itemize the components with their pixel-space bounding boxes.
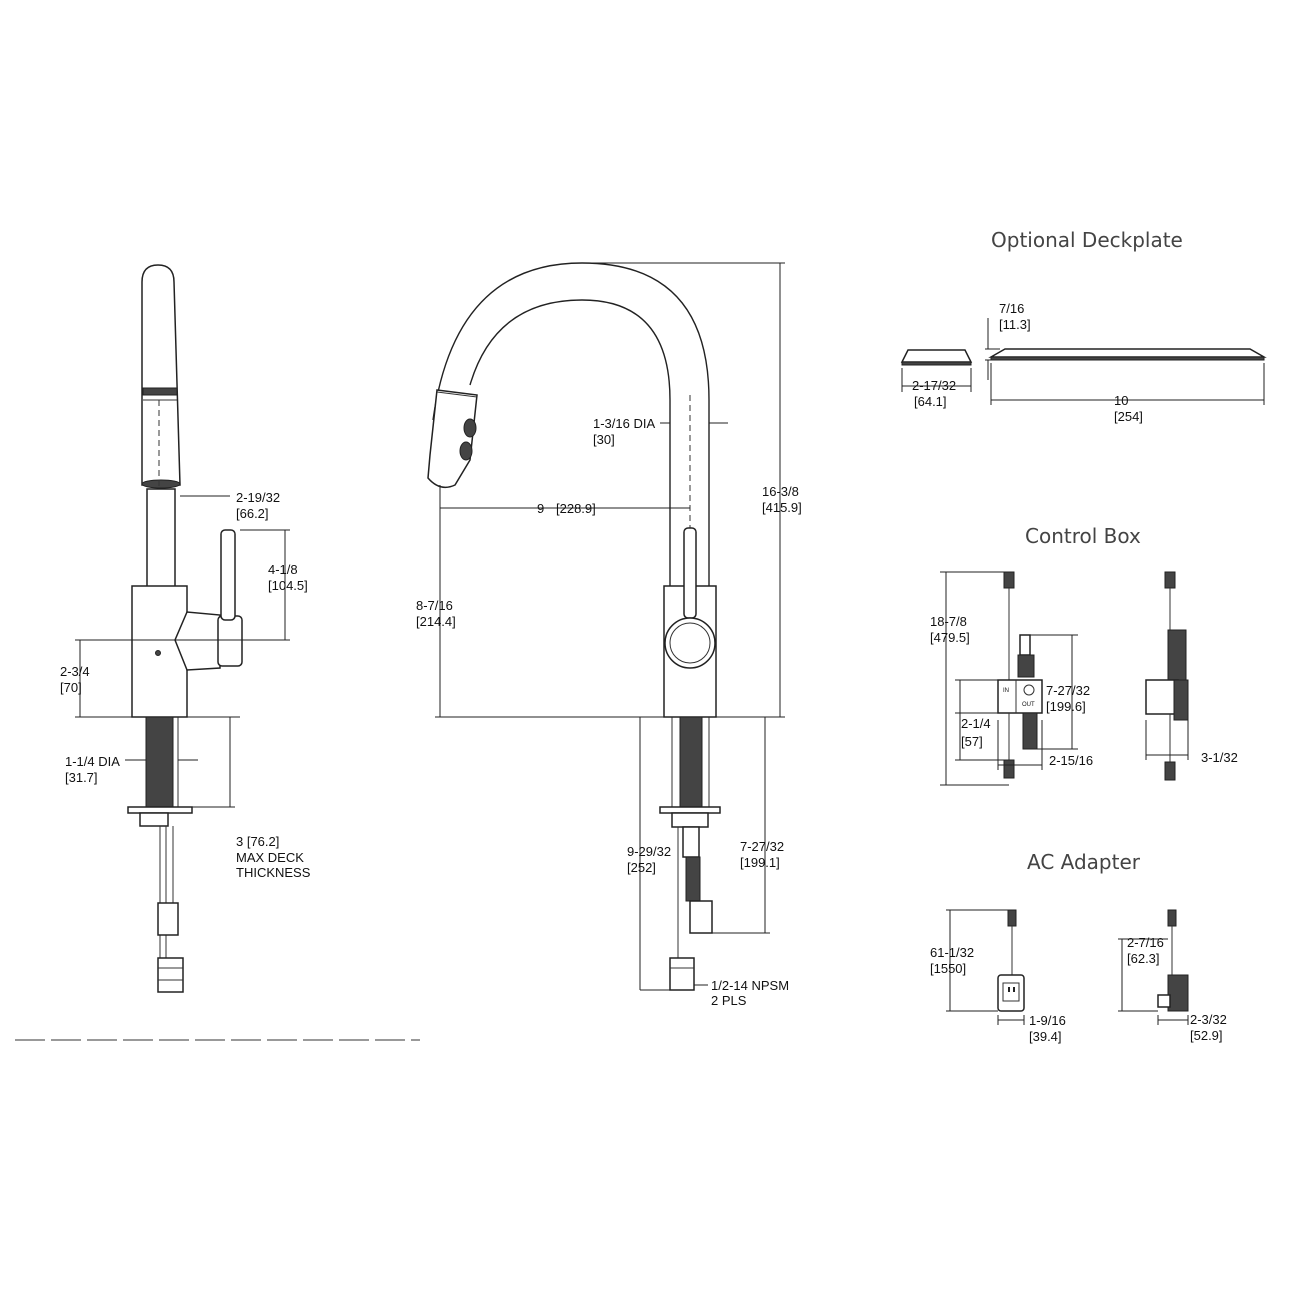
handle-height-label: 4-1/8	[268, 562, 298, 577]
body-height-mm: [70]	[60, 680, 82, 695]
connection-note: 2 PLS	[711, 993, 747, 1008]
box-out-label: OUT	[1022, 702, 1035, 708]
spray-dia-label: 1-3/16 DIA	[593, 416, 655, 431]
supply-length-label: 9-29/32	[627, 844, 671, 859]
deckplate-section: Optional Deckplate 7/16 [11.3] 2-17/32 […	[900, 228, 1267, 424]
control-body-height: 7-27/32	[1046, 683, 1090, 698]
adapter-cord-length-mm: [1550]	[930, 961, 966, 976]
deckplate-depth-mm: [64.1]	[914, 394, 947, 409]
clearance-mm: [214.4]	[416, 614, 456, 629]
shank-dia-mm: [31.7]	[65, 770, 98, 785]
control-body-height-mm: [199.6]	[1046, 699, 1086, 714]
adapter-height-mm: [62.3]	[1127, 951, 1160, 966]
deck-note-2: THICKNESS	[236, 865, 311, 880]
adapter-height: 2-7/16	[1127, 935, 1164, 950]
ac-adapter-section: AC Adapter 61-1/32 [1550] 1-9/16 [39.4] …	[930, 850, 1227, 1044]
adapter-depth-mm: [52.9]	[1190, 1028, 1223, 1043]
shank-dia-label: 1-1/4 DIA	[65, 754, 120, 769]
overall-height-mm: [415.9]	[762, 500, 802, 515]
control-box-title: Control Box	[1025, 524, 1141, 548]
deckplate-depth: 2-17/32	[912, 378, 956, 393]
adapter-width: 1-9/16	[1029, 1013, 1066, 1028]
body-height-label: 2-3/4	[60, 664, 90, 679]
adapter-cord-length: 61-1/32	[930, 945, 974, 960]
spray-dia-mm: [30]	[593, 432, 615, 447]
control-overall-mm: [479.5]	[930, 630, 970, 645]
deckplate-width: 10	[1114, 393, 1128, 408]
faucet-front-view: 1-3/16 DIA [30] 9 [228.9] 8-7/16 [214.4]…	[416, 262, 802, 1008]
hose-length-label: 7-27/32	[740, 839, 784, 854]
reach-label: 9	[537, 501, 544, 516]
deck-note-1: MAX DECK	[236, 850, 304, 865]
reach-mm: [228.9]	[556, 501, 596, 516]
box-in-label: IN	[1003, 688, 1009, 694]
handle-height-mm: [104.5]	[268, 578, 308, 593]
spout-offset-label: 2-19/32	[236, 490, 280, 505]
control-box-section: Control Box IN OUT	[930, 524, 1238, 786]
ac-adapter-title: AC Adapter	[1027, 850, 1141, 874]
deckplate-height: 7/16	[999, 301, 1024, 316]
clearance-label: 8-7/16	[416, 598, 453, 613]
hose-length-mm: [199.1]	[740, 855, 780, 870]
adapter-width-mm: [39.4]	[1029, 1029, 1062, 1044]
faucet-side-view: 2-19/32 [66.2] 4-1/8 [104.5] 2-3/4 [70] …	[15, 264, 420, 1041]
deckplate-title: Optional Deckplate	[991, 228, 1183, 252]
overall-height-label: 16-3/8	[762, 484, 799, 499]
supply-length-mm: [252]	[627, 860, 656, 875]
adapter-depth: 2-3/32	[1190, 1012, 1227, 1027]
deckplate-width-mm: [254]	[1114, 409, 1143, 424]
control-overall: 18-7/8	[930, 614, 967, 629]
deckplate-height-mm: [11.3]	[999, 317, 1031, 332]
spout-offset-mm: [66.2]	[236, 506, 269, 521]
connection-label: 1/2-14 NPSM	[711, 978, 789, 993]
control-box-width: 2-15/16	[1049, 753, 1093, 768]
control-box-height: 2-1/4	[961, 716, 991, 731]
deck-thickness-label: 3 [76.2]	[236, 834, 279, 849]
control-box-height-mm: [57]	[961, 734, 983, 749]
control-side-depth: 3-1/32	[1201, 750, 1238, 765]
